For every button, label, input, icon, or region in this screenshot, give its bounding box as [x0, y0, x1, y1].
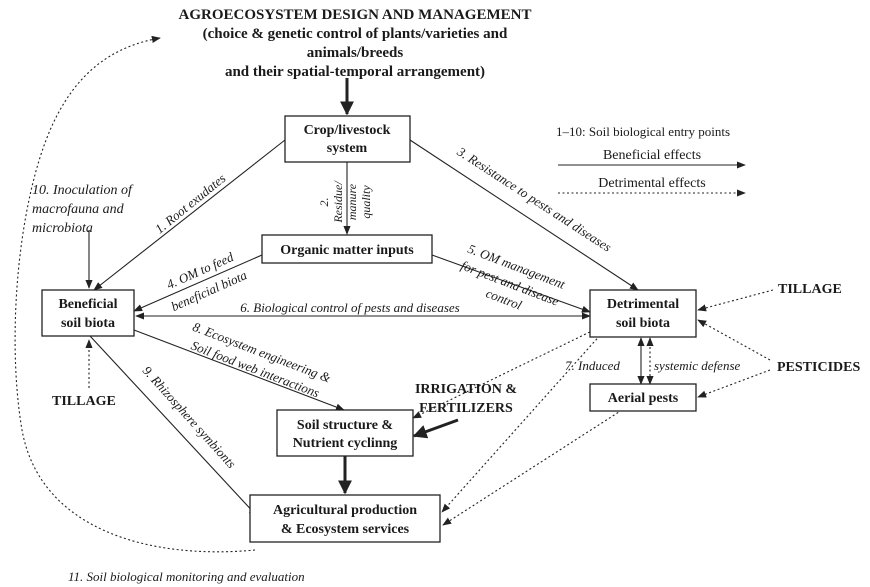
label-10-line1: 10. Inoculation of	[32, 183, 134, 198]
arrow-pesticides-to-aerial	[697, 369, 771, 398]
irrigation-label-2: FERTILIZERS	[419, 401, 513, 416]
arrow-8-ecosystem-engineering	[133, 329, 345, 411]
label-2-quality: quality	[359, 185, 373, 219]
organic-label: Organic matter inputs	[280, 243, 414, 258]
arrow-3-resistance	[409, 139, 639, 291]
label-3-resistance: 3. Resistance to pests and diseases	[454, 143, 614, 254]
label-7-systemic: systemic defense	[654, 358, 741, 373]
box-crop-livestock	[284, 115, 411, 163]
detrimental-label-1: Detrimental	[607, 297, 679, 312]
box-detrimental-biota	[589, 289, 697, 338]
box-organic-matter	[261, 234, 433, 264]
box-agricultural-production	[249, 494, 441, 543]
legend-beneficial-label: Beneficial effects	[603, 148, 701, 163]
arrow-1-root-exudates	[93, 139, 286, 291]
tillage-right-label: TILLAGE	[778, 282, 842, 297]
arrow-detrimental-to-soil	[412, 327, 599, 419]
crop-label-2: system	[327, 141, 368, 156]
legend-detrimental-label: Detrimental effects	[598, 176, 705, 191]
label-5-om-management: 5. OM management for pest and disease co…	[459, 241, 568, 313]
label-2-residue: 2. Residue/ manure quality	[317, 180, 373, 224]
label-10-line2: macrofauna and	[32, 202, 125, 217]
tillage-left-label: TILLAGE	[52, 394, 116, 409]
label-2-number: 2.	[317, 198, 331, 207]
agri-label-1: Agricultural production	[273, 503, 417, 518]
label-1-root-exudates: 1. Root exudates	[152, 171, 229, 237]
label-2-manure: manure	[345, 183, 359, 220]
pesticides-label: PESTICIDES	[777, 360, 860, 375]
label-2-residue-text: Residue/	[331, 180, 345, 224]
box-soil-structure	[276, 409, 414, 457]
beneficial-label-2: soil biota	[61, 316, 115, 331]
detrimental-label-2: soil biota	[616, 316, 670, 331]
label-10-line3: microbiota	[32, 221, 93, 236]
arrow-5-om-management	[431, 254, 591, 313]
arrow-aerial-to-agri	[442, 409, 623, 526]
arrow-irrigation	[412, 418, 459, 439]
arrow-9-rhizosphere	[89, 335, 258, 517]
label-11-monitoring: 11. Soil biological monitoring and evalu…	[68, 569, 305, 584]
label-9-rhizosphere: 9. Rhizosphere symbionts	[140, 363, 240, 471]
aerial-label: Aerial pests	[608, 391, 679, 406]
label-6-biological-control: 6. Biological control of pests and disea…	[240, 300, 459, 315]
agri-label-2: & Ecosystem services	[281, 522, 410, 537]
arrow-tillage-right	[697, 289, 774, 312]
box-aerial-pests	[589, 383, 697, 412]
box-beneficial-biota	[41, 289, 135, 337]
header-title: AGROECOSYSTEM DESIGN AND MANAGEMENT	[179, 7, 532, 23]
arrow-pesticides-to-detrimental	[697, 319, 771, 361]
arrow-4-om-to-feed	[133, 254, 263, 312]
label-8-ecosystem: 8. Ecosystem engineering & Soil food web…	[189, 319, 334, 400]
beneficial-label-1: Beneficial	[58, 297, 117, 312]
irrigation-label-1: IRRIGATION &	[415, 382, 517, 397]
legend-entry-points: 1–10: Soil biological entry points	[556, 124, 730, 139]
label-7-induced: 7. Induced	[565, 358, 620, 373]
soil-label-1: Soil structure &	[297, 418, 393, 433]
header-line2: (choice & genetic control of plants/vari…	[203, 26, 508, 42]
crop-label-1: Crop/livestock	[304, 123, 391, 138]
soil-label-2: Nutrient cyclinng	[293, 436, 398, 451]
header-line4: and their spatial-temporal arrangement)	[225, 64, 485, 80]
header-line3: animals/breeds	[307, 45, 404, 61]
